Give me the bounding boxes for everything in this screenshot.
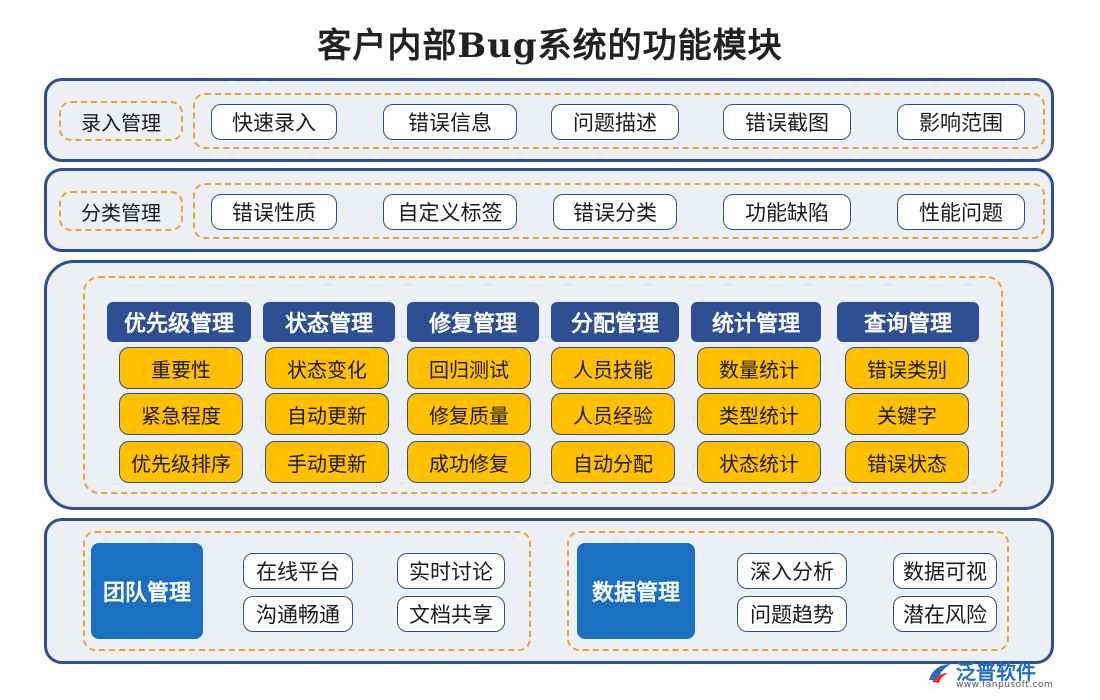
module-cell: 自动分配 bbox=[551, 441, 675, 483]
item-box: 快速录入 bbox=[211, 104, 337, 140]
item-box: 性能问题 bbox=[897, 194, 1025, 230]
module-cell: 自动更新 bbox=[265, 393, 389, 435]
module-cell: 优先级排序 bbox=[119, 441, 243, 483]
module-cell: 人员经验 bbox=[551, 393, 675, 435]
column-head: 状态管理 bbox=[263, 302, 395, 342]
brand-name: 泛普软件 bbox=[956, 660, 1036, 684]
brand-logo: 泛普软件 www.fanpusoft.com bbox=[926, 656, 1086, 692]
row-items-entry: 快速录入 错误信息 问题描述 错误截图 影响范围 bbox=[193, 93, 1045, 149]
item-box: 文档共享 bbox=[397, 596, 505, 632]
module-cell: 状态统计 bbox=[697, 441, 821, 483]
module-cell: 状态变化 bbox=[265, 347, 389, 389]
column-head: 分配管理 bbox=[551, 302, 679, 342]
bottom-panel: 团队管理 在线平台 实时讨论 沟通畅通 文档共享 数据管理 深入分析 数据可视 … bbox=[44, 518, 1054, 664]
data-group-frame: 数据管理 深入分析 数据可视 问题趋势 潜在风险 bbox=[567, 531, 1009, 651]
module-grid-panel: 优先级管理 重要性 紧急程度 优先级排序 状态管理 状态变化 自动更新 手动更新… bbox=[44, 260, 1054, 510]
module-cell: 错误类别 bbox=[845, 347, 969, 389]
column-head: 统计管理 bbox=[691, 302, 821, 342]
item-box: 问题趋势 bbox=[737, 596, 847, 632]
row-items-category: 错误性质 自定义标签 错误分类 功能缺陷 性能问题 bbox=[193, 183, 1045, 239]
item-box: 错误分类 bbox=[553, 194, 677, 230]
module-grid-frame: 优先级管理 重要性 紧急程度 优先级排序 状态管理 状态变化 自动更新 手动更新… bbox=[83, 276, 1003, 494]
module-cell: 错误状态 bbox=[845, 441, 969, 483]
module-cell: 手动更新 bbox=[265, 441, 389, 483]
brand-mark-icon bbox=[929, 664, 951, 683]
item-box: 在线平台 bbox=[243, 553, 353, 589]
group-head-team: 团队管理 bbox=[91, 543, 203, 639]
column-head: 查询管理 bbox=[837, 302, 979, 342]
item-box: 深入分析 bbox=[737, 553, 847, 589]
row-label-category: 分类管理 bbox=[59, 191, 183, 231]
column-head: 修复管理 bbox=[407, 302, 539, 342]
module-cell: 回归测试 bbox=[407, 347, 531, 389]
team-group-frame: 团队管理 在线平台 实时讨论 沟通畅通 文档共享 bbox=[83, 531, 531, 651]
item-box: 数据可视 bbox=[893, 553, 997, 589]
diagram-title: 客户内部Bug系统的功能模块 bbox=[317, 26, 783, 66]
column-head: 优先级管理 bbox=[107, 302, 251, 342]
item-box: 错误截图 bbox=[723, 104, 851, 140]
item-box: 实时讨论 bbox=[397, 553, 505, 589]
module-cell: 成功修复 bbox=[407, 441, 531, 483]
module-cell: 人员技能 bbox=[551, 347, 675, 389]
row-label-entry: 录入管理 bbox=[59, 101, 183, 141]
module-cell: 紧急程度 bbox=[119, 393, 243, 435]
item-box: 功能缺陷 bbox=[723, 194, 851, 230]
item-box: 错误信息 bbox=[383, 104, 517, 140]
item-box: 影响范围 bbox=[897, 104, 1025, 140]
row-panel-entry: 录入管理 快速录入 错误信息 问题描述 错误截图 影响范围 bbox=[44, 78, 1054, 162]
module-cell: 数量统计 bbox=[697, 347, 821, 389]
group-head-data: 数据管理 bbox=[577, 543, 695, 639]
module-cell: 类型统计 bbox=[697, 393, 821, 435]
item-box: 沟通畅通 bbox=[243, 596, 353, 632]
item-box: 潜在风险 bbox=[893, 596, 997, 632]
item-box: 错误性质 bbox=[211, 194, 337, 230]
module-cell: 重要性 bbox=[119, 347, 243, 389]
item-box: 问题描述 bbox=[551, 104, 679, 140]
brand-url: www.fanpusoft.com bbox=[956, 680, 1054, 690]
module-cell: 修复质量 bbox=[407, 393, 531, 435]
module-cell: 关键字 bbox=[845, 393, 969, 435]
item-box: 自定义标签 bbox=[383, 194, 517, 230]
row-panel-category: 分类管理 错误性质 自定义标签 错误分类 功能缺陷 性能问题 bbox=[44, 168, 1054, 252]
